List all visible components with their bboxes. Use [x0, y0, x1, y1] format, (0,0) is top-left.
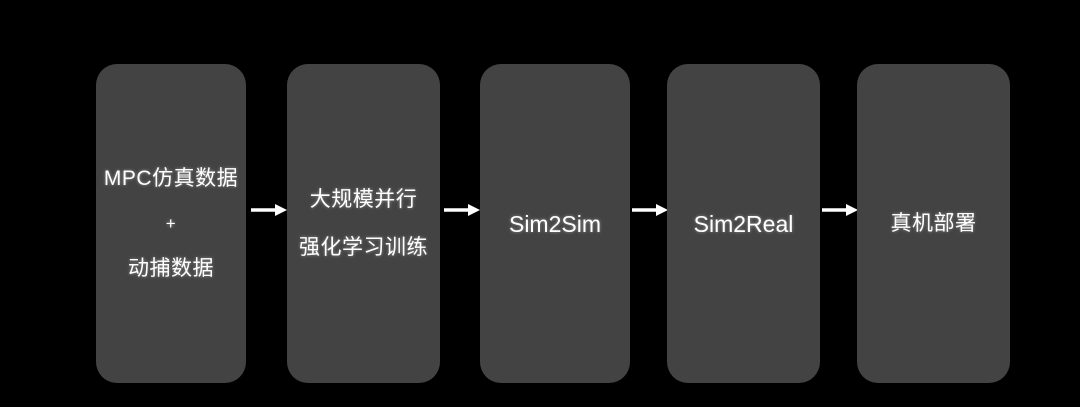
pipeline-stage-sim2sim: Sim2Sim: [480, 64, 630, 383]
stage-label-line-2: 强化学习训练: [299, 235, 428, 259]
stage-text-block: Sim2Real: [667, 210, 820, 238]
pipeline-stage-mpc-sim-data: MPC仿真数据 + 动捕数据: [96, 64, 246, 383]
connector-arrow-3: [632, 199, 668, 221]
connector-arrow-2: [444, 199, 480, 221]
arrow-right-icon: [251, 204, 287, 216]
arrow-right-icon: [822, 204, 858, 216]
arrow-right-icon: [444, 204, 480, 216]
stage-label-line-3: 动捕数据: [128, 256, 214, 280]
connector-arrow-4: [822, 199, 858, 221]
stage-label-line-1: 真机部署: [890, 211, 977, 235]
stage-label-line-1: 大规模并行: [309, 187, 418, 211]
arrow-right-icon: [632, 204, 668, 216]
stage-label-line-1: MPC仿真数据: [103, 166, 239, 190]
stage-text-block: 大规模并行 强化学习训练: [287, 187, 440, 261]
stage-text-block: MPC仿真数据 + 动捕数据: [96, 166, 246, 282]
stage-label-line-1: Sim2Real: [693, 210, 794, 237]
stage-label-plus: +: [165, 213, 177, 233]
stage-text-block: 真机部署: [857, 211, 1010, 237]
stage-text-block: Sim2Sim: [480, 210, 630, 238]
pipeline-stage-massive-parallel-rl-training: 大规模并行 强化学习训练: [287, 64, 440, 383]
pipeline-stage-real-robot-deployment: 真机部署: [857, 64, 1010, 383]
connector-arrow-1: [251, 199, 287, 221]
stage-label-line-1: Sim2Sim: [508, 210, 601, 237]
pipeline-stage-sim2real: Sim2Real: [667, 64, 820, 383]
